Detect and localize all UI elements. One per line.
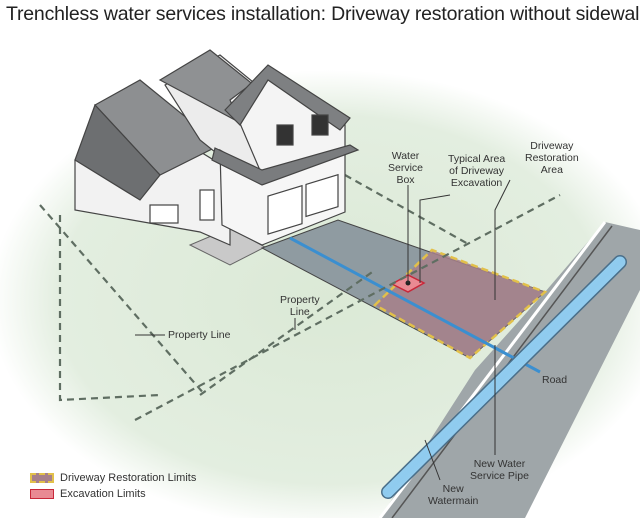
label-line: Line <box>289 306 310 318</box>
legend-item-restoration: Driveway Restoration Limits <box>30 470 196 486</box>
label-line: Watermain <box>428 495 479 507</box>
label-water-service-box: Water Service Box <box>388 150 423 186</box>
label-line: Property <box>280 294 320 306</box>
label-new-water-service-pipe: New Water Service Pipe <box>470 458 529 482</box>
legend: Driveway Restoration Limits Excavation L… <box>30 470 196 502</box>
page-title: Trenchless water services installation: … <box>6 3 640 25</box>
label-property-line-center: Property Line <box>280 294 320 318</box>
legend-label: Driveway Restoration Limits <box>60 472 197 484</box>
legend-label: Excavation Limits <box>60 488 146 500</box>
label-driveway-restoration-area: Driveway Restoration Area <box>525 140 579 176</box>
legend-swatch <box>30 473 54 483</box>
label-line: of Driveway <box>449 165 505 177</box>
label-line: Water <box>391 150 420 162</box>
label-line: Restoration <box>525 152 579 164</box>
label-line: Service Pipe <box>470 470 529 482</box>
label-line: Driveway <box>530 140 574 152</box>
label-property-line: Property Line <box>168 329 231 341</box>
house <box>74 49 360 246</box>
label-line: New <box>442 483 464 495</box>
legend-swatch <box>30 489 54 499</box>
water-service-line <box>289 236 541 374</box>
label-road: Road <box>542 374 568 386</box>
label-line: Typical Area <box>448 153 506 165</box>
legend-item-excavation: Excavation Limits <box>30 486 196 502</box>
new-watermain-pipe-fill <box>382 256 626 498</box>
property-lines <box>39 174 561 421</box>
label-typical-area: Typical Area of Driveway Excavation <box>448 153 505 189</box>
label-line: Service <box>388 162 424 174</box>
label-line: Excavation <box>450 177 503 189</box>
driveway-restoration-area <box>372 248 548 360</box>
leader-lines <box>135 179 511 481</box>
label-line: New Water <box>473 458 526 470</box>
label-line: Box <box>396 174 415 186</box>
label-line: Area <box>540 164 563 176</box>
label-new-watermain: New Watermain <box>428 483 478 507</box>
